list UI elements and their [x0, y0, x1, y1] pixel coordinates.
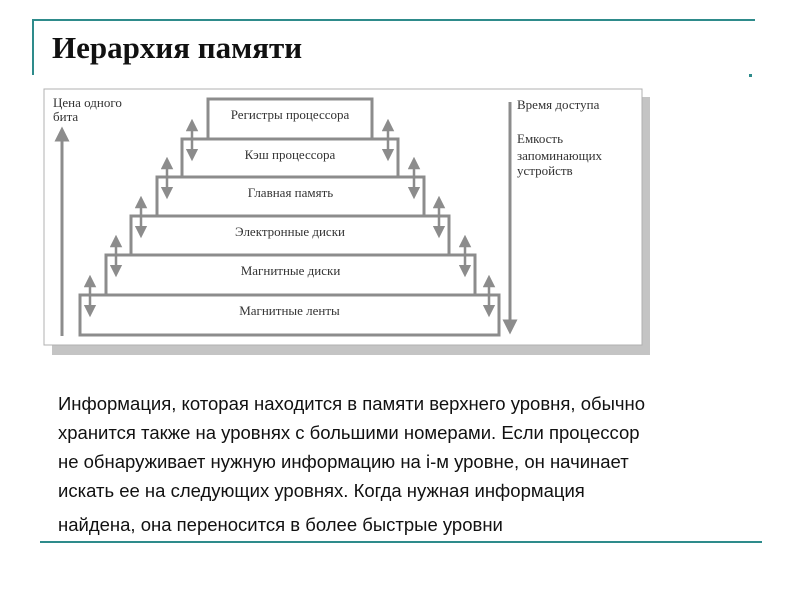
- top-accent-rule: [32, 19, 755, 21]
- hierarchy-level-box: [206, 97, 374, 141]
- hierarchy-level-box: [155, 175, 426, 218]
- access-time-label: Время доступа: [517, 97, 600, 112]
- left-accent-rule: [32, 19, 34, 75]
- hierarchy-level-label: Кэш процессора: [245, 147, 336, 162]
- capacity-label-line-2: запоминающих: [517, 148, 603, 163]
- hierarchy-level-label: Магнитные диски: [241, 263, 341, 278]
- slide-title: Иерархия памяти: [52, 30, 303, 65]
- hierarchy-level-box: [104, 253, 477, 297]
- body-line-5: найдена, она переносится в более быстрые…: [58, 514, 503, 535]
- hierarchy-level-label: Регистры процессора: [231, 107, 350, 122]
- bottom-accent-rule: [40, 541, 762, 543]
- price-axis-label-line-1: Цена одного: [53, 95, 122, 110]
- body-line-3: не обнаруживает нужную информацию на i-м…: [58, 451, 629, 472]
- capacity-label-line-1: Емкость: [517, 131, 563, 146]
- body-line-1: Информация, которая находится в памяти в…: [58, 393, 646, 414]
- corner-dot: [749, 74, 752, 77]
- hierarchy-level-label: Магнитные ленты: [239, 303, 340, 318]
- price-axis-label-line-2: бита: [53, 109, 78, 124]
- hierarchy-level-box: [78, 293, 501, 337]
- body-line-4: искать ее на следующих уровнях. Когда ну…: [58, 480, 585, 501]
- body-line-2: хранится также на уровнях с большими ном…: [58, 422, 640, 443]
- hierarchy-level-label: Главная память: [248, 185, 334, 200]
- body-text: Информация, которая находится в памяти в…: [58, 389, 770, 539]
- hierarchy-level-label: Электронные диски: [235, 224, 345, 239]
- capacity-label-line-3: устройств: [517, 163, 573, 178]
